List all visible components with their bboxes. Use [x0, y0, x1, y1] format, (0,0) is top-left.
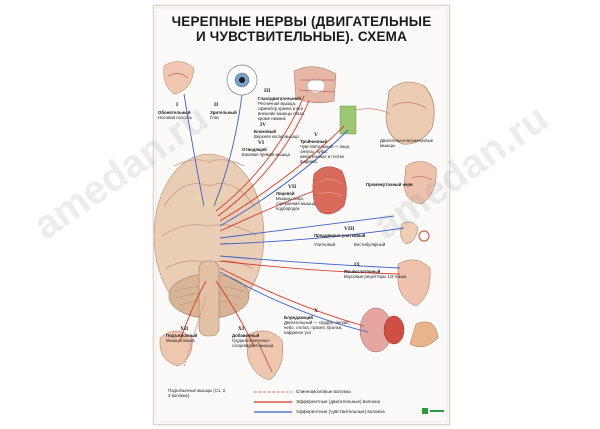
- nerve-9-number: IX: [354, 262, 361, 268]
- poster-diagram: [154, 7, 448, 423]
- nerve-1-number: I: [176, 102, 179, 108]
- nerve-5-name: Тройничный: [300, 139, 327, 144]
- nerve-11-desc: Грудино-ключично-сосцевидная мышца: [232, 338, 274, 348]
- nerve-3-name: Глазодвигательный: [258, 96, 301, 101]
- face-illustration: [312, 166, 347, 215]
- poster: ЧЕРЕПНЫЕ НЕРВЫ (ДВИГАТЕЛЬНЫЕ И ЧУВСТВИТЕ…: [153, 5, 450, 425]
- nerve-1-desc: Носовая полость: [158, 115, 193, 120]
- tongue-illustration: [403, 161, 437, 205]
- skull-illustration: [339, 81, 435, 145]
- nerve-8-label: Преддверно-улитковый: [314, 233, 365, 238]
- nerve-8-name: Преддверно-улитковый: [314, 233, 366, 238]
- neck-illustration: [245, 330, 283, 381]
- nerve-2-desc: Глаз: [210, 115, 219, 120]
- poster-title-line2: И ЧУВСТВИТЕЛЬНЫЕ). СХЕМА: [195, 29, 408, 44]
- nerve-2-name: Зрительный: [210, 110, 237, 115]
- nerve-9-name: Языкоглоточный: [344, 269, 381, 274]
- nerve-lines: [179, 93, 405, 367]
- nerve-7-number: VII: [288, 184, 297, 190]
- orbit-muscles-illustration: [293, 66, 337, 104]
- nerve-6-desc: Боковая прямая мышца: [242, 152, 290, 157]
- ear-illustration: [400, 221, 430, 245]
- legend-afferent: Афферентные (чувствительные) волокна: [296, 409, 385, 414]
- legend-efferent: Эфферентные (двигательные) волокна: [296, 399, 381, 404]
- nerve-11-name: Добавочный: [232, 333, 260, 338]
- trigeminal-right-label: Двигательно-мозжечковые мышцы: [380, 138, 434, 148]
- eye-illustration: [226, 64, 258, 96]
- nerve-8-sub1: Улитковый: [314, 242, 336, 247]
- nerve-2-number: II: [214, 102, 219, 108]
- nerve-12-desc: Мышцы языка: [166, 338, 195, 343]
- poster-title-line1: ЧЕРЕПНЫЕ НЕРВЫ (ДВИГАТЕЛЬНЫЕ: [171, 14, 432, 29]
- intermediate-nerve-name: Промежуточный нерв: [366, 182, 413, 187]
- intermediate-nerve-label: Промежуточный нерв: [366, 182, 413, 187]
- nerve-5-number: V: [314, 132, 318, 138]
- publisher-logo: [422, 408, 444, 414]
- throat-illustration: [397, 259, 431, 307]
- nerve-6-name: Отводящий: [242, 147, 267, 152]
- nerve-3-number: III: [264, 88, 271, 94]
- nerve-8-number: VIII: [344, 226, 355, 232]
- nose-illustration: [163, 61, 195, 95]
- nerve-4-name: Блоковый: [254, 129, 277, 134]
- legend-spinal: Спинномозговые волокна: [296, 389, 351, 394]
- nerve-10-number: X: [314, 308, 318, 314]
- legend-swatches: [254, 391, 292, 413]
- nerve-1-name: Обонятельный: [158, 110, 191, 115]
- nerve-9-desc: Вкусовые рецепторы 1/3 языка: [344, 274, 407, 279]
- nerve-5-desc: Чувствительный — лицо, синусы, зубы, жев…: [300, 144, 351, 164]
- organs-illustration: [359, 307, 439, 353]
- jaw-illustration: [159, 330, 193, 367]
- nerve-6-number: VI: [258, 140, 265, 146]
- nerve-12-name: Подъязычный: [166, 333, 198, 338]
- brain-illustration: [154, 153, 265, 337]
- nerve-12-number: XII: [180, 326, 189, 332]
- cervical-note: Подъязычные мышцы (C1, 2, 3 волокна): [168, 388, 227, 398]
- nerve-7-desc: Мышцы лица, стременная мышца, подбородок: [276, 196, 317, 211]
- nerve-3-desc: Ресничная мышца, сфинктер зрачка и все в…: [258, 101, 304, 121]
- nerve-7-name: Лицевой: [276, 191, 295, 196]
- nerve-8-sub2: Вестибулярный: [354, 242, 386, 247]
- nerve-11-number: XI: [238, 326, 245, 332]
- nerve-10-name: Блуждающий: [284, 315, 313, 320]
- nerve-4-number: IV: [260, 122, 267, 128]
- nerve-4-desc: Верхняя косая мышца: [254, 134, 299, 139]
- nerve-10-desc: Двигательный — сердце, легкие, небо, гло…: [284, 320, 350, 335]
